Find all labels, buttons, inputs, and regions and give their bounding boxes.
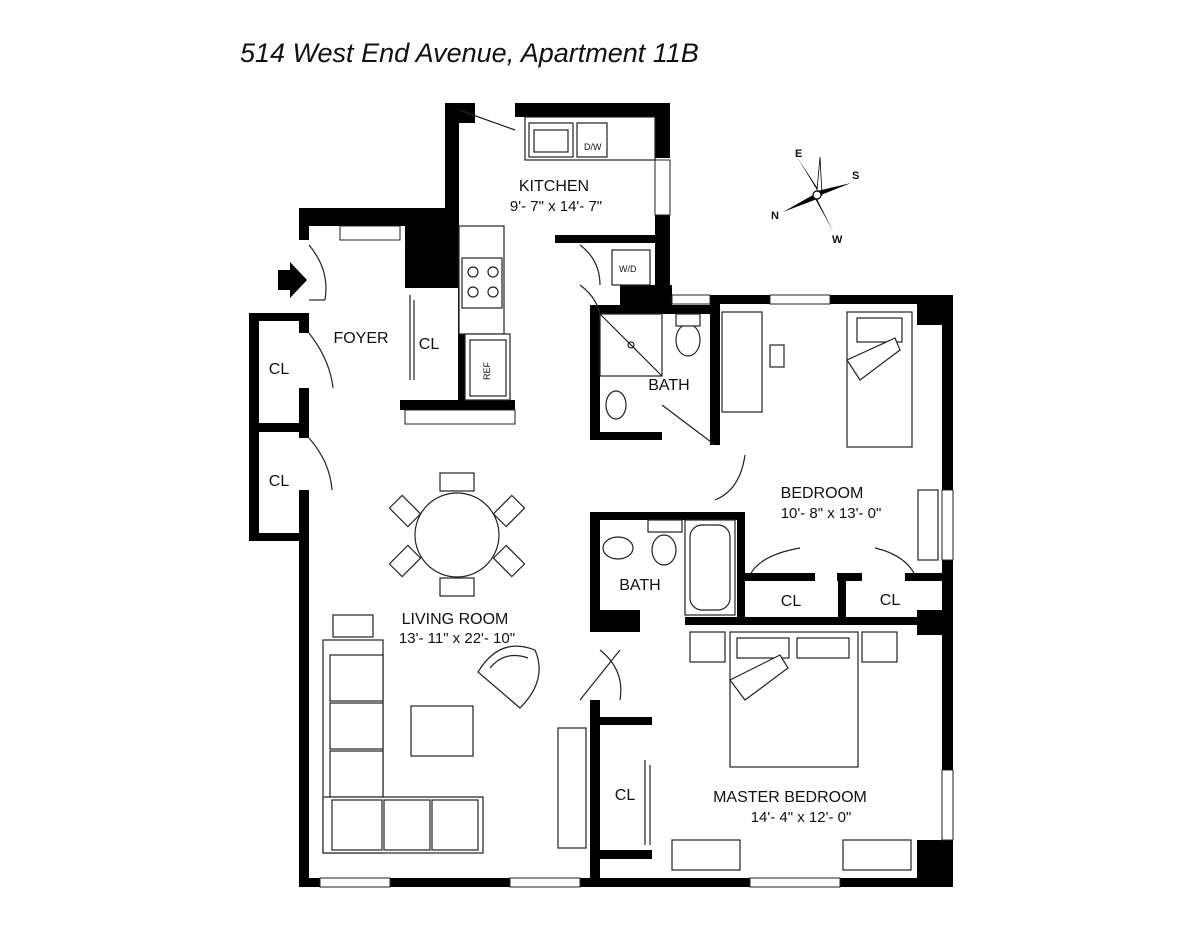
walls bbox=[249, 103, 953, 887]
bedroom-dims: 10'- 8" x 13'- 0" bbox=[781, 505, 882, 522]
closet-label: CL bbox=[269, 361, 290, 378]
compass-north: N bbox=[771, 210, 779, 222]
kitchen-label: KITCHEN bbox=[519, 178, 589, 195]
compass-east: E bbox=[795, 148, 802, 160]
bath-2-fixtures bbox=[602, 519, 736, 616]
closet-label: CL bbox=[419, 336, 440, 353]
bedroom-label: BEDROOM bbox=[781, 485, 864, 502]
living-room-dims: 13'- 11" x 22'- 10" bbox=[399, 630, 515, 647]
kitchen-fixtures: D/W REF W/D bbox=[458, 116, 656, 401]
living-room-label: LIVING ROOM bbox=[402, 611, 509, 628]
closet-label: CL bbox=[781, 593, 802, 610]
bath-1-label: BATH bbox=[648, 377, 689, 394]
foyer-label: FOYER bbox=[333, 330, 388, 347]
refrigerator-label: REF bbox=[482, 361, 492, 380]
plan-title: 514 West End Avenue, Apartment 11B bbox=[240, 38, 699, 68]
closet-label: CL bbox=[615, 787, 636, 804]
master-bedroom-furniture bbox=[671, 631, 912, 871]
master-bedroom-dims: 14'- 4" x 12'- 0" bbox=[751, 809, 852, 826]
master-bedroom-label: MASTER BEDROOM bbox=[713, 789, 867, 806]
closet-label: CL bbox=[880, 592, 901, 609]
room-labels: KITCHEN 9'- 7" x 14'- 7" FOYER CL CL CL … bbox=[269, 178, 901, 826]
washer-dryer-label: W/D bbox=[619, 264, 637, 274]
bedroom-furniture bbox=[721, 311, 939, 561]
doors bbox=[308, 109, 916, 845]
entry-arrow-icon bbox=[278, 262, 307, 298]
closet-label: CL bbox=[269, 473, 290, 490]
bath-1-fixtures bbox=[599, 313, 701, 420]
windows bbox=[319, 159, 954, 888]
living-room-furniture bbox=[322, 472, 587, 854]
compass-rose-icon: E S N W bbox=[771, 148, 859, 246]
kitchen-dims: 9'- 7" x 14'- 7" bbox=[510, 198, 602, 215]
dishwasher-label: D/W bbox=[584, 142, 602, 152]
compass-west: W bbox=[832, 234, 843, 246]
bath-2-label: BATH bbox=[619, 577, 660, 594]
compass-south: S bbox=[852, 170, 859, 182]
closet-rods bbox=[413, 300, 651, 845]
